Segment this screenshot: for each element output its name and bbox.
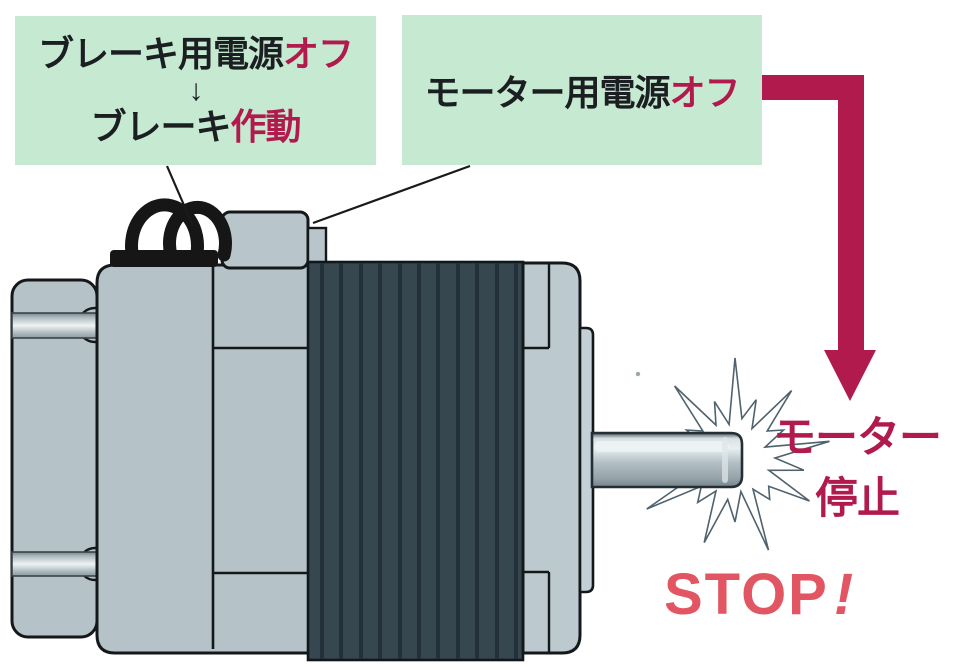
brake-line2-red: 作動 <box>230 105 302 147</box>
brake-line1-red: オフ <box>283 33 354 75</box>
cooling-fins <box>306 260 525 662</box>
brake-power-callout: ブレーキ用電源オフ ↓ ブレーキ作動 <box>15 16 376 165</box>
motor-main-body <box>95 263 311 655</box>
motor-line-black: モーター用電源 <box>424 72 670 113</box>
end-cap-panel-lines <box>524 264 551 652</box>
tie-rod-top <box>11 312 98 339</box>
motor-stop-line1: モーター <box>773 414 942 462</box>
brake-callout-line2: ブレーキ作動 <box>90 105 302 147</box>
brake-line2-black: ブレーキ <box>90 105 231 147</box>
motor-stop-line2: 停止 <box>815 475 900 524</box>
fin-lines <box>320 263 518 659</box>
motor-power-callout: モーター用電源オフ <box>402 15 762 165</box>
brake-cable-loop-left <box>125 198 204 260</box>
leader-line-motor <box>312 164 471 225</box>
power-off-arrow <box>762 75 876 401</box>
terminal-box-step <box>306 226 328 266</box>
tie-rod-bottom <box>11 551 98 577</box>
stop-text: STOP <box>664 562 829 627</box>
stop-label: STOP! <box>664 566 924 624</box>
down-arrow-icon: ↓ <box>188 73 204 107</box>
brake-cable-loop-right <box>163 200 232 262</box>
motor-line-red: オフ <box>669 72 741 113</box>
brake-callout-line1: ブレーキ用電源オフ <box>37 33 354 75</box>
shaft-flange-plate <box>578 326 595 594</box>
spark-speck <box>635 371 641 377</box>
terminal-box <box>220 210 310 270</box>
stop-bang: ! <box>833 562 856 627</box>
leader-line-brake <box>165 165 195 227</box>
motor-callout-line: モーター用電源オフ <box>424 64 741 116</box>
shaft-tip-highlight <box>722 437 728 483</box>
shaft-highlight <box>595 441 729 452</box>
front-end-cap <box>521 261 582 655</box>
brake-cable-base <box>110 250 218 267</box>
motor-stop-label: モーター 停止 <box>757 408 957 530</box>
brake-line1-black: ブレーキ用電源 <box>37 33 284 75</box>
